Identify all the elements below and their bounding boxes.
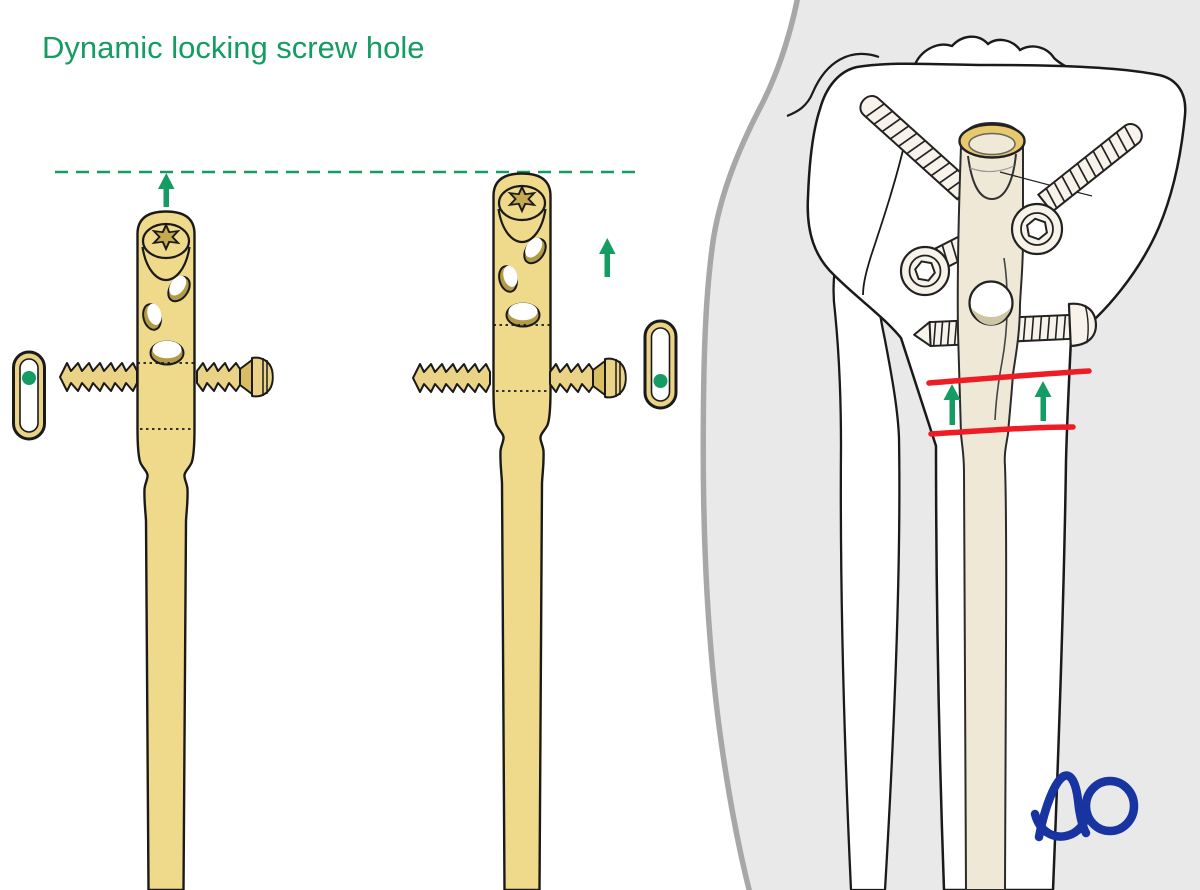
dynamic-slot-dotted-lines [137,362,195,430]
upper-contour-line [786,52,880,118]
nail-body [136,210,196,890]
nail-cup-line [967,153,1017,201]
nail-before [136,210,196,890]
locking-screw-after [412,357,627,399]
screw-threads-left [412,363,491,393]
nail-oblique-hole [523,237,547,265]
nail-transverse-hole [505,302,541,328]
up-arrow-shaft [163,186,169,207]
screw-position-dot [653,374,668,388]
hex-socket [914,260,936,282]
tibia-horizontal-screw [913,302,1097,348]
ao-logo-letter-a [1034,771,1091,842]
slot-indicator-after [643,319,678,410]
locking-screw-before [59,356,274,398]
nail-entry-inner [968,132,1016,156]
nail-cup-line [497,208,547,244]
screw-neck [239,359,253,395]
screw-position-dot [22,371,36,385]
nail-travel-arrows [158,173,616,277]
torx-socket [507,184,537,214]
tibia-oblique-screw-left [859,95,974,201]
nail-hole-shadow [971,308,1011,325]
compression-arrows [943,381,1052,425]
screw-head [1067,302,1097,348]
plateau-pointer-line [999,171,1093,197]
nail-cup-chord [969,165,1015,173]
nail-oblique-hole [498,265,518,293]
nail-oblique-hole [167,275,191,303]
ao-logo-letter-o [1081,776,1139,836]
screw-threads-right [196,362,241,392]
nail-oblique-hole [142,303,162,331]
up-arrow-shaft [1040,395,1046,421]
nail-transverse-hole [149,340,185,366]
up-arrow-shaft [604,252,610,277]
nail-after [492,172,552,890]
tibia-shaft-screw-left-head [899,245,951,297]
nail-body [492,172,552,890]
fracture-line-upper [926,368,1092,386]
ao-logo [1030,771,1139,842]
up-arrow-head [599,238,616,254]
up-arrow-head [158,173,175,189]
ao-logo-letter-a-bowl [1030,808,1092,841]
intercondylar-ridge [912,35,1074,71]
screw-threads-left [59,362,138,392]
slot-indicator-before [12,350,46,441]
hex-socket [1026,217,1048,241]
fracture-lines [926,368,1092,437]
screw-threads-right [549,363,594,393]
condyle-inner-line [862,149,904,296]
dynamic-slot-dotted-lines [493,324,551,392]
figure-title: Dynamic locking screw hole [42,30,425,65]
tibia-nail-flange-line [994,257,1008,421]
up-arrow-shaft [949,398,955,425]
screw-neck [592,360,606,396]
torx-socket [151,222,181,252]
fracture-line-lower [928,424,1076,437]
nail-cup-line [141,246,191,282]
tibia-oblique-screw-right [1010,123,1143,256]
tibia-nail [956,121,1093,890]
up-arrow-head [943,384,961,400]
up-arrow-head [1034,381,1052,397]
